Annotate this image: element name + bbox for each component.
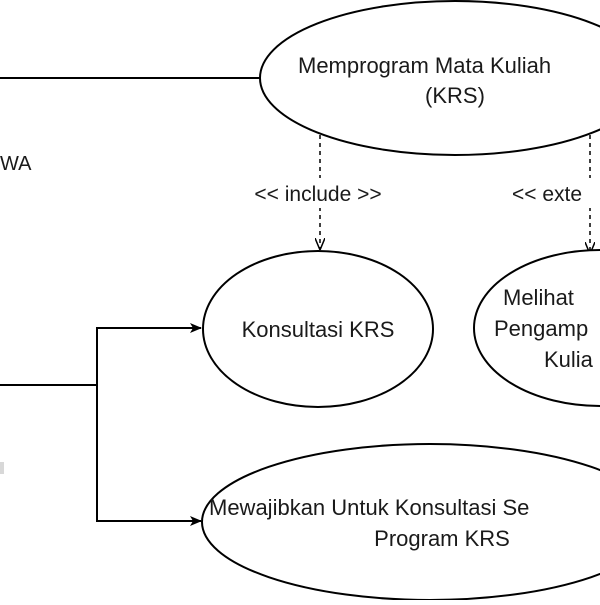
- include-label-bg: [230, 178, 406, 208]
- arrow-to-konsultasi: [96, 323, 202, 385]
- usecase-melihat-line2: Pengamp: [494, 316, 588, 341]
- usecase-konsultasi-label: Konsultasi KRS: [242, 317, 395, 342]
- extend-label-bg: [508, 178, 600, 208]
- usecase-mewajibkan-line1: Mewajibkan Untuk Konsultasi Se: [209, 495, 529, 520]
- usecase-melihat: [473, 249, 600, 407]
- actor-label: WA: [0, 153, 32, 175]
- usecase-melihat-line1: Melihat: [503, 285, 574, 310]
- usecase-memprogram: [259, 0, 600, 156]
- usecase-mewajibkan-line2: Program KRS: [374, 526, 510, 551]
- usecase-memprogram-line2: (KRS): [425, 83, 485, 108]
- usecase-konsultasi: [202, 250, 434, 408]
- edge-artifact: [0, 462, 4, 474]
- include-label: << include >>: [254, 183, 381, 206]
- extend-label: << exte: [512, 183, 582, 206]
- usecase-mewajibkan: [201, 443, 600, 601]
- usecase-memprogram-line1: Memprogram Mata Kuliah: [298, 53, 551, 78]
- usecase-melihat-line3: Kulia: [544, 347, 594, 372]
- arrow-to-mewajibkan: [96, 385, 202, 526]
